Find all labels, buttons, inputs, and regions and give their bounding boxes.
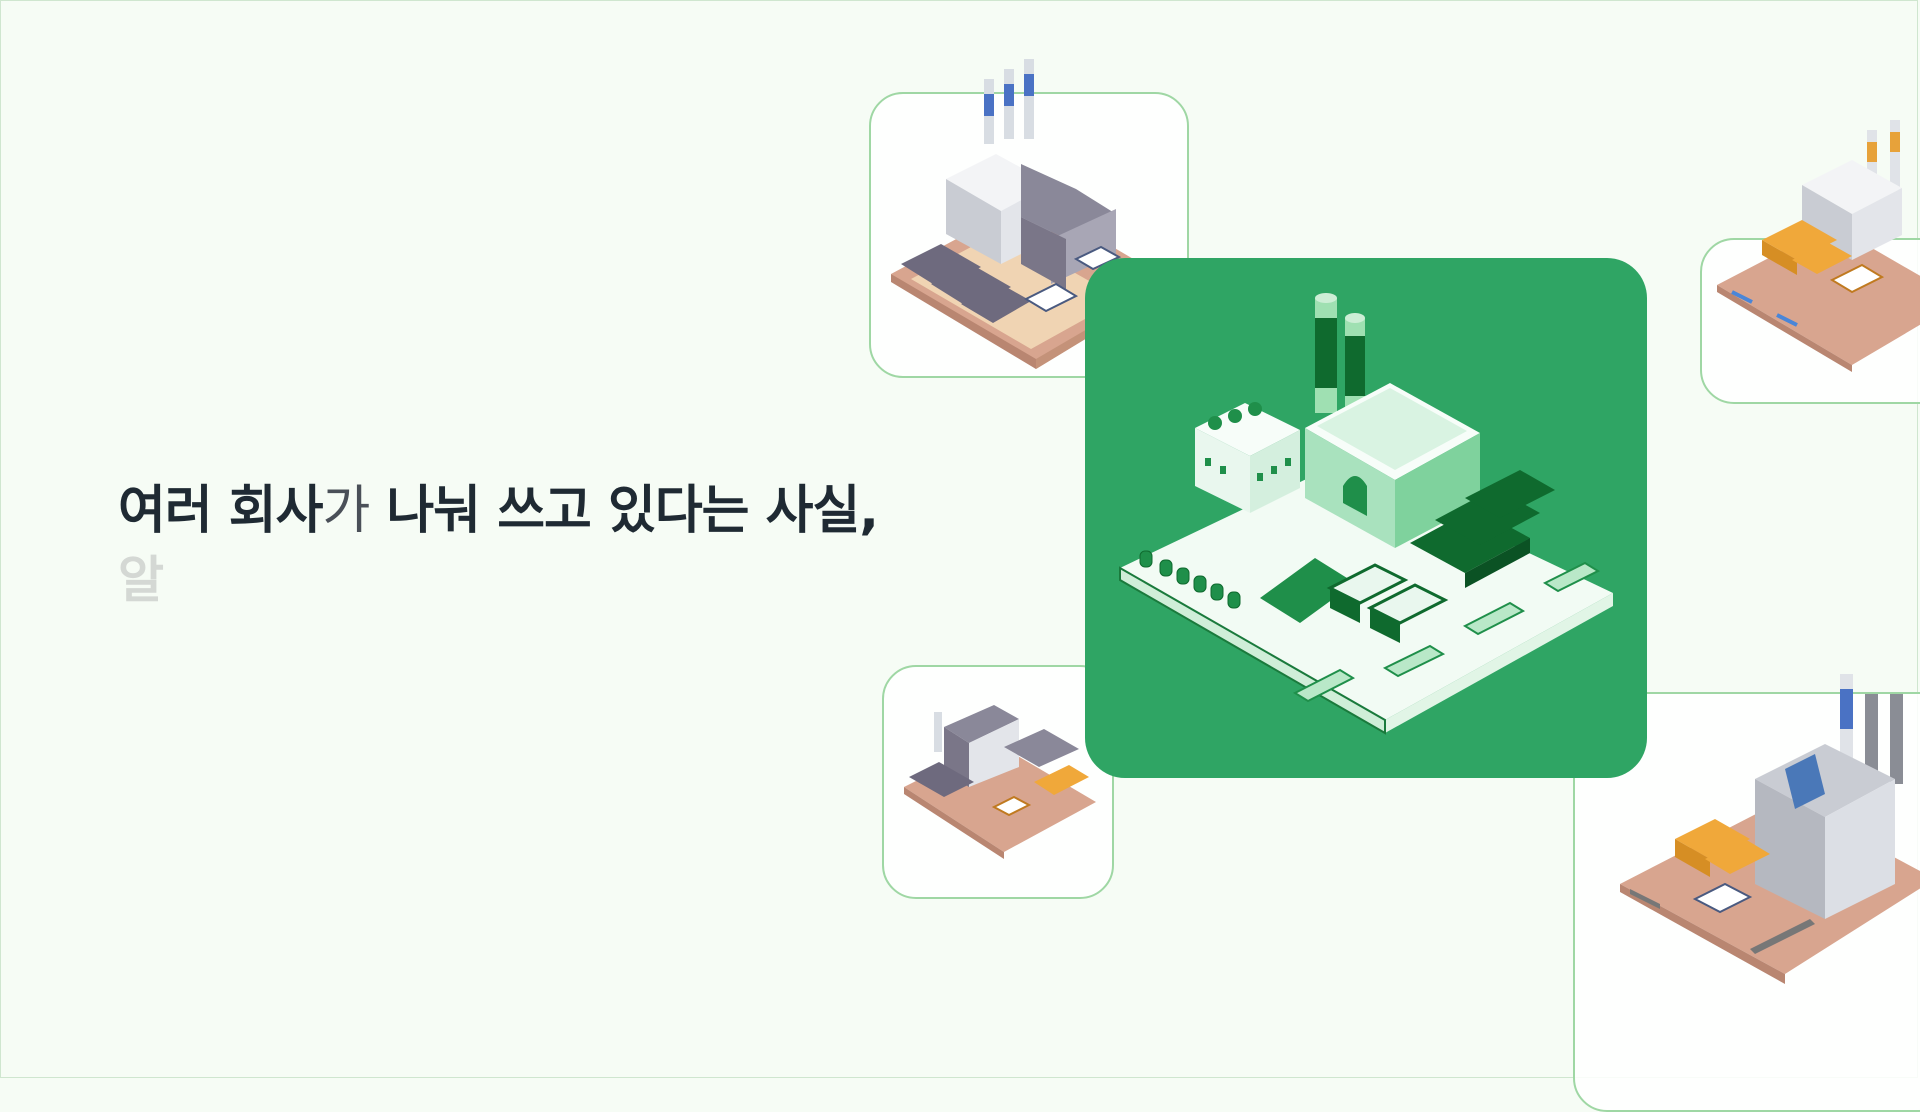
factory-card-right (1700, 120, 1920, 404)
headline: 여러 회사가 나눠 쓰고 있다는 사실, (118, 468, 879, 543)
factory-card-small-left (882, 665, 1114, 899)
headline-part-3: 나눠 쓰고 있다는 사실, (369, 481, 879, 541)
factory-card-top-left (869, 59, 1189, 378)
factory-bottom-right-icon (1620, 674, 1920, 984)
headline-part-1: 여러 회사 (118, 481, 323, 541)
central-green-factory-icon (1119, 293, 1613, 735)
factory-right-icon (1717, 120, 1920, 372)
headline-part-2: 가 (322, 481, 370, 541)
subline: 알 (118, 551, 164, 609)
central-green-panel (1085, 258, 1647, 778)
factory-small-left-icon (904, 705, 1096, 859)
